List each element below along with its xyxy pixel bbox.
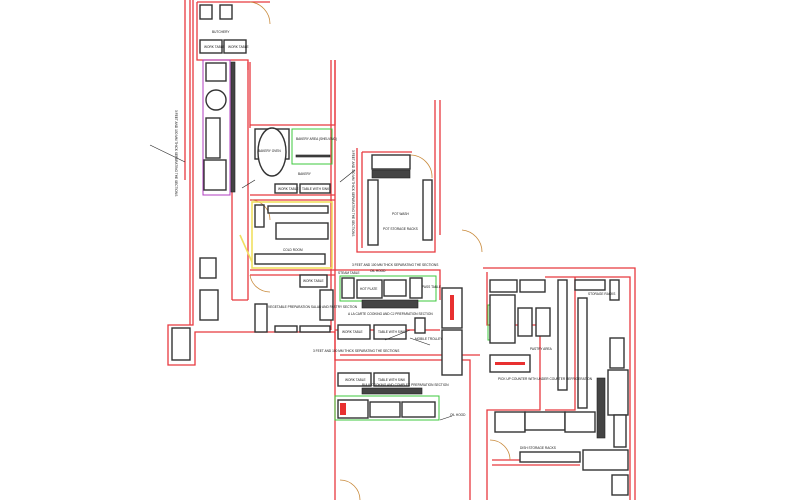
label-table-with-sink: TABLE WITH SINK: [302, 187, 330, 191]
label-bakery-area: BAKERY AREA (SHELVING): [296, 137, 337, 141]
doors: [249, 1, 511, 500]
label-work-table: WORK TABLE: [204, 45, 225, 49]
label-separator-4: 3 FEET AND 100 MM THICK SEPARATING THE S…: [351, 150, 355, 236]
label-hot-plate: HOT PLATE: [360, 287, 377, 291]
label-veg-prep: VEGETABLE PREPARATION SALAD AND PASTRY S…: [268, 305, 358, 309]
label-bulk-cooking: BULK COOKING AND COMPLEX PREPARATION SEC…: [362, 383, 449, 387]
cold-room-marker: [239, 234, 253, 263]
equipment: [171, 4, 629, 496]
label-dish-storage: DISH STORAGE RACKS: [520, 446, 556, 450]
label-oil-hood-2: OIL HOOD: [450, 413, 466, 417]
label-bakery: BAKERY: [298, 172, 312, 176]
label-mobile-trolley: MOBILE TROLLEY: [415, 337, 443, 341]
labels: BUTCHERY WORK TABLE WORK TABLE BAKERY OV…: [174, 30, 615, 450]
label-pot-wash: POT WASH: [392, 212, 410, 216]
bakery-shelving-zone: [291, 128, 333, 165]
label-pass-table: PASS TABLE: [422, 285, 441, 289]
label-work-table: WORK TABLE: [303, 279, 324, 283]
label-storage-racks: STORAGE RACKS: [588, 292, 615, 296]
butchery-zone: [202, 59, 231, 196]
label-pot-storage: POT STORAGE RACKS: [383, 227, 418, 231]
annotation-arrows: [149, 144, 453, 421]
label-table-with-sink: TABLE WITH SINK: [378, 330, 406, 334]
label-bakery-oven: BAKERY OVEN: [258, 149, 281, 153]
label-separator-2: 3 FEET AND 100 MM THICK SEPARATING THE S…: [313, 349, 399, 353]
label-work-table: WORK TABLE: [278, 187, 299, 191]
bulk-cooking-zone: [334, 395, 440, 421]
label-butchery: BUTCHERY: [212, 30, 230, 34]
label-pick-up-counter: PICK UP COUNTER WITH UNDER COUNTER REFRI…: [498, 377, 593, 381]
label-pastry-area: PASTRY AREA: [530, 347, 553, 351]
cold-room-zone: [251, 201, 333, 269]
label-steam-table: STEAM TABLE: [338, 271, 360, 275]
label-separator-1: 3 FEET AND 100 MM THICK SEPARATING THE S…: [352, 263, 438, 267]
label-separator-3: 3 FEET AND 100 MM THICK SEPARATING THE S…: [174, 110, 178, 196]
label-work-table: WORK TABLE: [345, 378, 366, 382]
label-a-la-carte: A LA CARTE COOKING AND CJ PREPARATION SE…: [348, 312, 433, 316]
label-table-with-sink: TABLE WITH SINK: [378, 378, 406, 382]
label-cold-room: COLD ROOM: [283, 248, 303, 252]
label-work-table: WORK TABLE: [342, 330, 363, 334]
label-work-table: WORK TABLE: [228, 45, 249, 49]
label-oil-hood-1: OIL HOOD: [370, 269, 386, 273]
